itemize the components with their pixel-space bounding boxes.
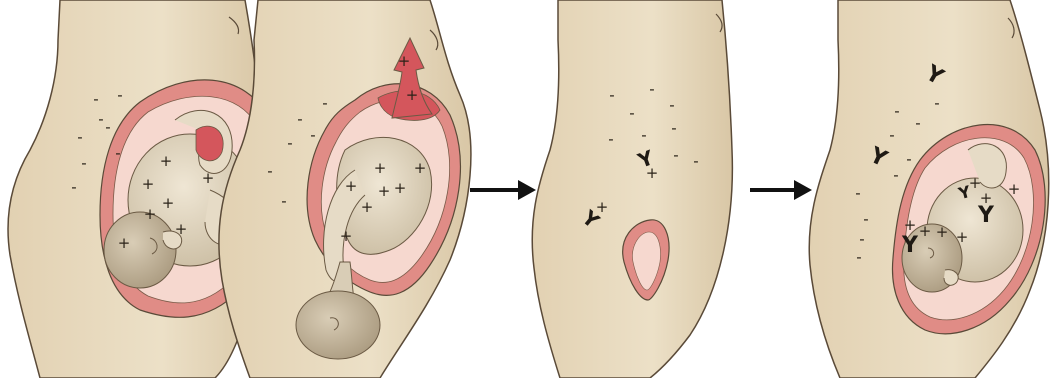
minus-sign: - (673, 146, 678, 164)
minus-sign: - (81, 154, 86, 172)
plus-sign: + (118, 234, 131, 252)
panel-delivery: - - - - - - + + + + + + + + + (219, 0, 471, 378)
minus-sign: - (267, 162, 272, 180)
plus-sign: + (202, 169, 215, 187)
antigen-plus-sign: + (596, 198, 609, 216)
mother-body-3 (532, 0, 732, 378)
minus-sign: - (863, 210, 868, 228)
plus-sign: + (361, 198, 374, 216)
plus-sign: + (414, 159, 427, 177)
plus-sign: + (936, 223, 949, 241)
plus-sign: + (142, 175, 155, 193)
minus-sign: - (889, 126, 894, 144)
minus-sign: - (693, 152, 698, 170)
minus-sign: - (609, 86, 614, 104)
plus-sign: + (160, 152, 173, 170)
minus-sign: - (934, 94, 939, 112)
plus-sign: + (394, 179, 407, 197)
minus-sign: - (297, 110, 302, 128)
plus-sign: + (162, 194, 175, 212)
antigen-plus-sign: + (646, 164, 659, 182)
minus-sign: - (855, 184, 860, 202)
fetus-head-1 (104, 212, 176, 288)
plus-sign: + (144, 205, 157, 223)
panel-second-pregnancy: - - - - - - - - - - Y Y Y Y Y + + + + + … (809, 0, 1049, 378)
fetus-hand-4 (944, 270, 958, 286)
plus-sign: + (1008, 180, 1021, 198)
minus-sign: - (894, 102, 899, 120)
minus-sign: - (310, 126, 315, 144)
minus-sign: - (77, 128, 82, 146)
minus-sign: - (856, 248, 861, 266)
antibody-y-icon: Y (901, 233, 919, 258)
minus-sign: - (906, 150, 911, 168)
minus-sign: - (287, 134, 292, 152)
minus-sign: - (105, 118, 110, 136)
minus-sign: - (671, 119, 676, 137)
minus-sign: - (669, 96, 674, 114)
plus-sign: + (406, 86, 419, 104)
plus-sign: + (919, 222, 932, 240)
minus-sign: - (117, 86, 122, 104)
plus-sign: + (956, 228, 969, 246)
plus-sign: + (340, 227, 353, 245)
panel-sensitization: - - - - - - - - - Y Y + + (532, 0, 732, 378)
minus-sign: - (71, 178, 76, 196)
minus-sign: - (649, 80, 654, 98)
arrow-1 (470, 180, 536, 200)
minus-sign: - (641, 126, 646, 144)
plus-sign: + (378, 182, 391, 200)
plus-sign: + (345, 177, 358, 195)
placenta-1 (196, 126, 223, 161)
minus-sign: - (893, 166, 898, 184)
plus-sign: + (175, 220, 188, 238)
minus-sign: - (629, 104, 634, 122)
plus-sign: + (980, 189, 993, 207)
minus-sign: - (281, 192, 286, 210)
minus-sign: - (608, 130, 613, 148)
plus-sign: + (904, 216, 917, 234)
minus-sign: - (93, 90, 98, 108)
plus-sign: + (374, 159, 387, 177)
minus-sign: - (115, 144, 120, 162)
minus-sign: - (98, 110, 103, 128)
plus-sign: + (398, 52, 411, 70)
arrow-2 (750, 180, 812, 200)
minus-sign: - (859, 230, 864, 248)
minus-sign: - (322, 94, 327, 112)
minus-sign: - (915, 114, 920, 132)
